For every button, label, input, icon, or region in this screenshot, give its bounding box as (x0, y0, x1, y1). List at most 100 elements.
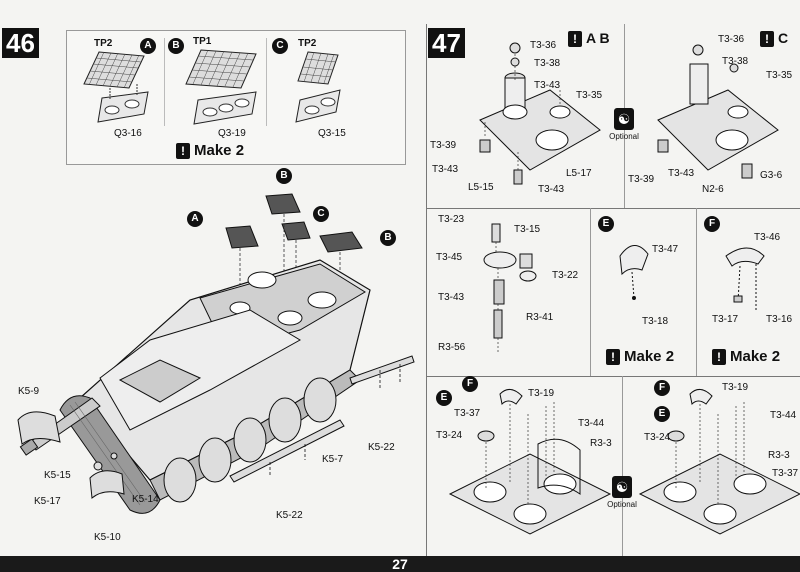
marker-a: A (140, 38, 156, 54)
grille-part-c (295, 89, 341, 123)
label-t3-36-ab: T3-36 (530, 40, 557, 51)
label-g3-6: G3-6 (760, 170, 783, 181)
footer-bar (0, 556, 800, 572)
label-l5-17: L5-17 (566, 168, 592, 179)
divider-h1 (426, 208, 800, 209)
label-t3-37-p6: T3-37 (454, 408, 481, 419)
label-t3-19-p6: T3-19 (528, 388, 555, 399)
label-t3-47: T3-47 (652, 244, 679, 255)
marker-f-p5: F (704, 216, 720, 232)
optional-text-2: Optional (607, 500, 637, 509)
label-r3-56: R3-56 (438, 342, 466, 353)
marker-f-p6: F (462, 376, 478, 392)
label-r3-3-p7: R3-3 (768, 450, 790, 461)
marker-c: C (272, 38, 288, 54)
optional-badge-1: ☯ Optional (606, 108, 642, 141)
panel-c-title: !C (760, 30, 789, 48)
label-k5-22-right: K5-22 (368, 442, 395, 453)
label-k5-14: K5-14 (132, 494, 159, 505)
optional-text: Optional (609, 132, 639, 141)
label-t3-36-c: T3-36 (718, 34, 745, 45)
make-2-text-f: Make 2 (730, 348, 781, 365)
optional-icon: ☯ (614, 108, 634, 130)
label-t3-43-c: T3-43 (668, 168, 695, 179)
page-number: 27 (392, 556, 408, 572)
label-tp-b: TP1 (193, 36, 212, 47)
panel-ab-title: !A B (568, 30, 610, 48)
label-tp-c: TP2 (298, 38, 317, 49)
label-t3-16: T3-16 (766, 314, 793, 325)
screen-mesh-c (297, 51, 339, 85)
marker-e-p4: E (598, 216, 614, 232)
label-t3-23: T3-23 (438, 214, 465, 225)
label-t3-17: T3-17 (712, 314, 739, 325)
label-t3-24-p7: T3-24 (644, 432, 671, 443)
marker-c-main: C (313, 206, 329, 222)
label-t3-44-p7: T3-44 (770, 410, 797, 421)
label-t3-35-c: T3-35 (766, 70, 793, 81)
make-2-text-e: Make 2 (624, 348, 675, 365)
label-n2-6: N2-6 (702, 184, 724, 195)
label-r3-41: R3-41 (526, 312, 554, 323)
label-t3-24-p6: T3-24 (436, 430, 463, 441)
hatch-assembly-c (657, 44, 779, 179)
marker-e-p7: E (654, 406, 670, 422)
label-t3-37-p7: T3-37 (772, 468, 799, 479)
marker-b: B (168, 38, 184, 54)
step-46-number: 46 (2, 28, 39, 58)
label-k5-9: K5-9 (18, 386, 40, 397)
screen-mesh-b (185, 49, 257, 89)
label-t3-44-p6: T3-44 (578, 418, 605, 429)
label-t3-43-ab-top: T3-43 (534, 80, 561, 91)
grille-part-b (193, 91, 257, 125)
label-l5-15: L5-15 (468, 182, 494, 193)
label-q3-15: Q3-15 (318, 128, 346, 139)
label-t3-18: T3-18 (642, 316, 669, 327)
marker-f-p7: F (654, 380, 670, 396)
label-t3-43-ab-bottom: T3-43 (538, 184, 565, 195)
make-2-note-46: !Make 2 (176, 142, 245, 160)
part-f-drawing (725, 247, 765, 312)
divider-h2 (426, 376, 800, 377)
label-tp-a: TP2 (94, 38, 113, 49)
panel-ab-title-text: A B (586, 30, 610, 46)
subassembly-divider-2 (266, 38, 267, 126)
divider-v4 (622, 376, 623, 556)
label-t3-35-ab: T3-35 (576, 90, 603, 101)
hull-rear-assembly-2 (638, 389, 800, 535)
label-t3-43-p3: T3-43 (438, 292, 465, 303)
optional-badge-2: ☯ Optional (604, 476, 640, 509)
part-e-drawing (619, 245, 649, 300)
step-47-number: 47 (428, 28, 465, 58)
periscope-assembly (483, 223, 537, 354)
label-t3-38-c: T3-38 (722, 56, 749, 67)
label-t3-43-ab-left: T3-43 (432, 164, 459, 175)
label-k5-22-bottom: K5-22 (276, 510, 303, 521)
screen-mesh-a (83, 51, 145, 89)
hull-rear-assembly-1 (448, 389, 612, 535)
hatch-assembly-ab (479, 42, 601, 185)
marker-a-main: A (187, 211, 203, 227)
label-k5-7: K5-7 (322, 454, 344, 465)
label-t3-38-ab: T3-38 (534, 58, 561, 69)
divider-v2 (590, 208, 591, 376)
label-t3-22: T3-22 (552, 270, 579, 281)
optional-icon-2: ☯ (612, 476, 632, 498)
label-t3-15: T3-15 (514, 224, 541, 235)
subassembly-divider-1 (164, 38, 165, 126)
panel-c-title-text: C (778, 30, 789, 46)
label-t3-39-ab: T3-39 (430, 140, 457, 151)
make-2-note-e: !Make 2 (606, 348, 675, 366)
label-t3-46: T3-46 (754, 232, 781, 243)
label-k5-17: K5-17 (34, 496, 61, 507)
label-t3-45: T3-45 (436, 252, 463, 263)
grille-part-a (97, 84, 149, 123)
label-k5-15: K5-15 (44, 470, 71, 481)
marker-e-p6: E (436, 390, 452, 406)
make-2-note-f: !Make 2 (712, 348, 781, 366)
marker-b-main-2: B (380, 230, 396, 246)
label-q3-16: Q3-16 (114, 128, 142, 139)
marker-b-main: B (276, 168, 292, 184)
make-2-text: Make 2 (194, 142, 245, 159)
